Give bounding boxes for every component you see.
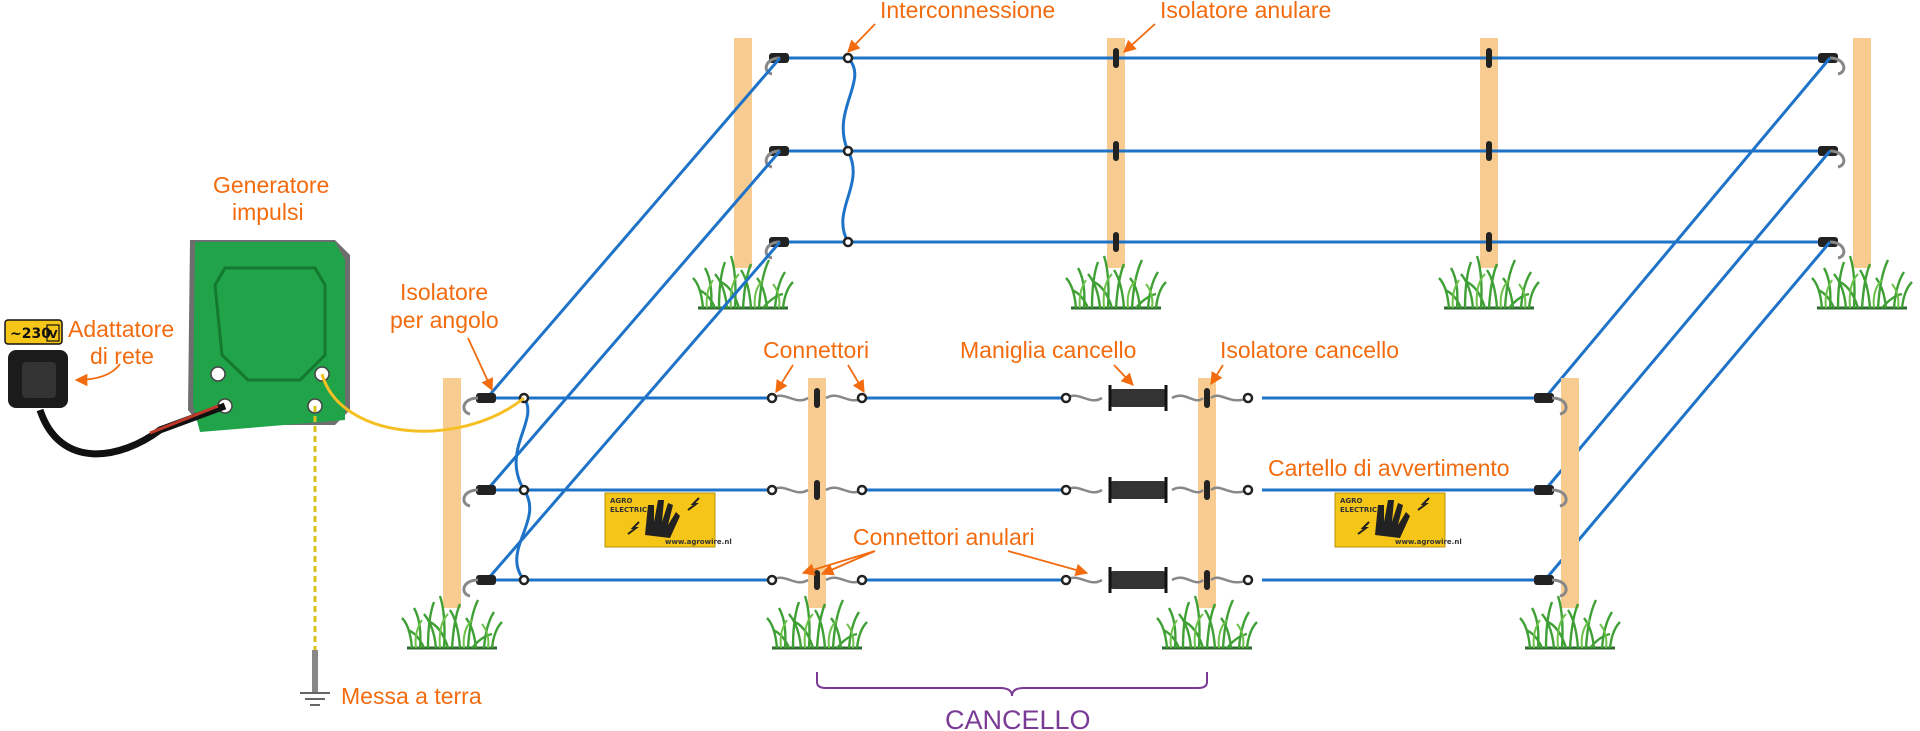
- ground-symbol-icon: [300, 650, 330, 706]
- gate-bracket: [816, 672, 1208, 697]
- power-adapter-icon: ~230 V: [4, 319, 68, 408]
- label-adapter-1: Adattatore: [68, 316, 174, 342]
- front-post: [443, 378, 461, 608]
- label-gate: CANCELLO: [945, 705, 1091, 731]
- gate-handles: [1108, 385, 1168, 593]
- interconnection-connectors: [842, 52, 854, 248]
- warning-sign: AGRO ELECTRIC www.agrowire.nl: [604, 492, 732, 548]
- front-fence: AGRO ELECTRIC www.agrowire.nl AGRO ELECT…: [400, 378, 1622, 650]
- label-corner-insulator-2: per angolo: [390, 307, 499, 333]
- label-interconnection: Interconnessione: [880, 0, 1055, 23]
- label-gate-handle: Maniglia cancello: [960, 337, 1136, 363]
- warning-hand-icon: [1357, 497, 1430, 538]
- corner-insulators-back-right: [1818, 53, 1846, 260]
- front-wires: [487, 396, 1545, 582]
- gate-handle: [1110, 571, 1166, 589]
- back-wires: [780, 56, 1826, 244]
- warning-hand-icon: [627, 497, 700, 538]
- label-energizer-1: Generatore: [213, 172, 329, 198]
- gate-handle: [1110, 481, 1166, 499]
- power-cable: [36, 402, 227, 458]
- sign-website: www.agrowire.nl: [1395, 538, 1462, 546]
- label-gate-insulator: Isolatore cancello: [1220, 337, 1399, 363]
- lightning-bolt-icon: [687, 497, 700, 511]
- label-ring-insulator: Isolatore anulare: [1160, 0, 1331, 23]
- label-adapter-2: di rete: [90, 343, 154, 369]
- adapter-voltage: ~230: [10, 326, 51, 342]
- lightning-bolt-icon: [1417, 497, 1430, 511]
- energizer-icon: [188, 240, 350, 432]
- adapter-unit: V: [49, 328, 58, 341]
- lightning-bolt-icon: [627, 521, 640, 535]
- sign-brand-sub: ELECTRIC: [1340, 506, 1377, 514]
- label-ring-connectors: Connettori anulari: [853, 524, 1035, 550]
- label-earth: Messa a terra: [341, 683, 482, 709]
- hv-lead-wire: [320, 373, 525, 433]
- labels: Interconnessione Isolatore anulare Gener…: [68, 0, 1510, 731]
- back-post: [1853, 38, 1871, 268]
- back-fence: [691, 38, 1914, 310]
- gate-handle: [1110, 389, 1166, 407]
- leader-arrows: [74, 23, 1224, 577]
- sign-brand: AGRO: [1340, 497, 1363, 505]
- back-post: [734, 38, 752, 268]
- sign-brand-sub: ELECTRIC: [610, 506, 647, 514]
- side-wires: [485, 57, 1832, 581]
- ring-insulators-back: [1113, 48, 1492, 252]
- sign-website: www.agrowire.nl: [665, 538, 732, 546]
- label-warning-sign: Cartello di avvertimento: [1268, 455, 1510, 481]
- lightning-bolt-icon: [1357, 521, 1370, 535]
- label-energizer-2: impulsi: [232, 199, 304, 225]
- sign-brand: AGRO: [610, 497, 633, 505]
- label-corner-insulator-1: Isolatore: [400, 279, 488, 305]
- ring-connectors: [518, 388, 1254, 590]
- warning-sign: AGRO ELECTRIC www.agrowire.nl: [1334, 492, 1462, 548]
- corner-insulators-front: [462, 393, 1568, 598]
- label-connectors: Connettori: [763, 337, 869, 363]
